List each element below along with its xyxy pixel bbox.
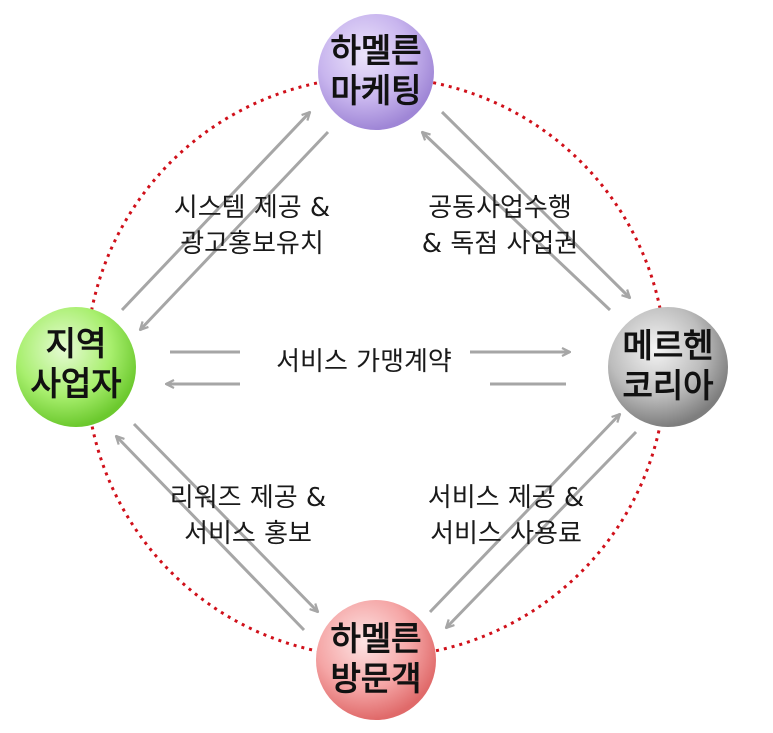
node-hamelin-visitor: 하멜른 방문객 — [316, 600, 436, 720]
edge-label-middle: 서비스 가맹계약 — [276, 347, 452, 377]
edge-label-top-left-1: 시스템 제공 & — [174, 193, 330, 223]
node-maerchen-korea: 메르헨 코리아 — [608, 307, 728, 427]
arrow-left-to-top — [120, 112, 310, 312]
edge-label-top-right-2: & 독점 사업권 — [422, 229, 578, 259]
node-local-business: 지역 사업자 — [16, 307, 136, 427]
arrow-left-to-bottom — [132, 422, 318, 612]
arrow-top-to-left — [140, 130, 330, 330]
arrow-bottom-to-right — [428, 414, 620, 614]
edge-label-bottom-left-1: 리워즈 제공 & — [170, 483, 326, 513]
arrow-top-to-right — [440, 110, 630, 298]
edge-label-bottom-left-2: 서비스 홍보 — [184, 519, 312, 549]
edge-label-top-left-2: 광고홍보유치 — [180, 229, 324, 259]
arrow-right-to-top — [422, 132, 612, 312]
node-bottom-line1: 하멜른 — [330, 619, 421, 658]
node-hamelin-marketing: 하멜른 마케팅 — [318, 14, 434, 130]
edge-labels: 시스템 제공 & 광고홍보유치 공동사업수행 & 독점 사업권 서비스 가맹계약… — [170, 193, 584, 549]
node-left-line1: 지역 — [46, 324, 107, 363]
node-bottom-line2: 방문객 — [330, 659, 421, 698]
arrows — [116, 110, 638, 632]
edge-label-bottom-right-1: 서비스 제공 & — [428, 483, 584, 513]
node-right-line2: 코리아 — [622, 366, 714, 405]
edge-label-bottom-right-2: 서비스 사용료 — [430, 519, 582, 549]
node-right-line1: 메르헨 — [622, 326, 713, 365]
node-top-line2: 마케팅 — [330, 71, 421, 110]
arrow-bottom-to-left — [116, 436, 306, 632]
edge-label-top-right-1: 공동사업수행 — [428, 193, 572, 223]
node-top-line1: 하멜른 — [330, 31, 421, 70]
arrow-right-to-bottom — [446, 430, 638, 628]
node-left-line2: 사업자 — [30, 364, 122, 403]
